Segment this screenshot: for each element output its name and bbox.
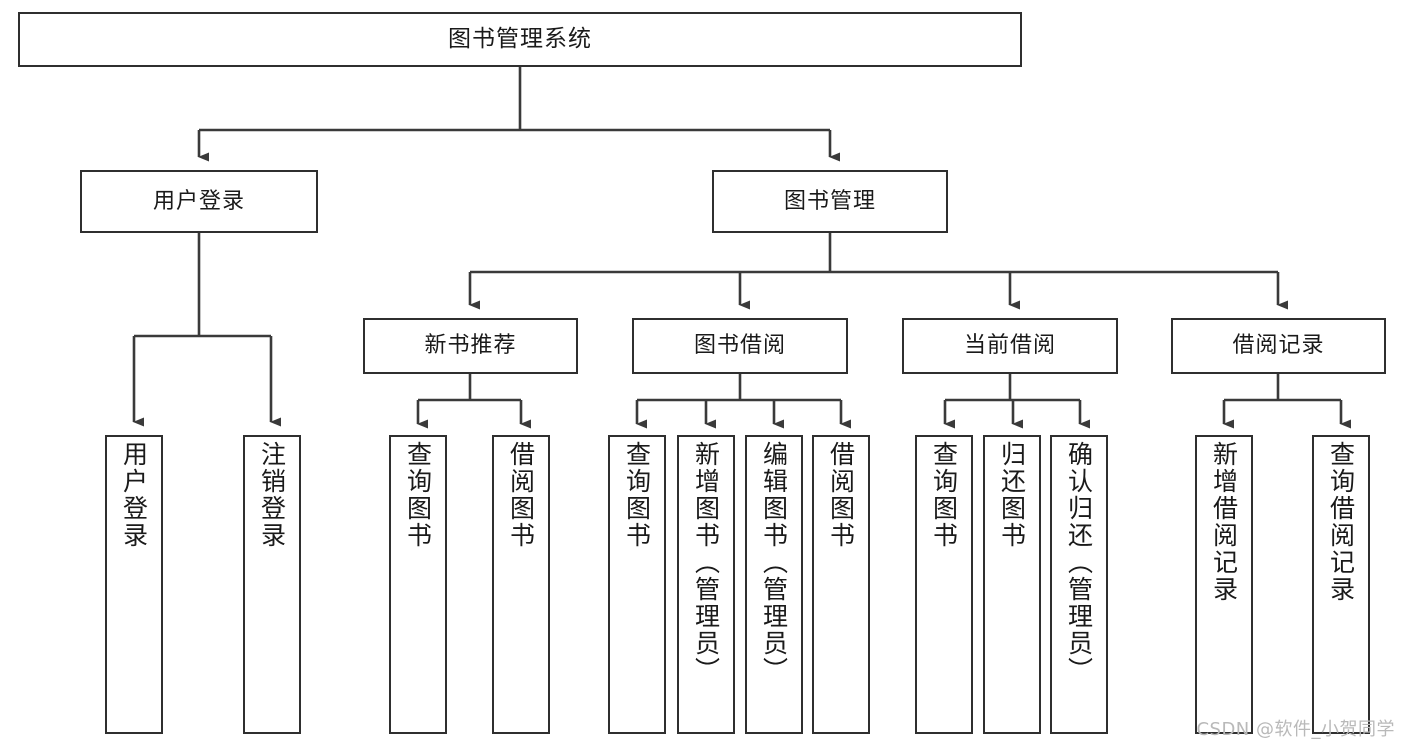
node-label: 借阅图书 [826,441,856,549]
node-user-login[interactable]: 用户登录 [80,170,318,233]
leaf-confirm-return-admin[interactable]: 确认归还（管理员） [1050,435,1108,734]
node-label: 注销登录 [257,441,287,549]
node-borrow-record[interactable]: 借阅记录 [1171,318,1386,374]
node-label: 确认归还（管理员） [1064,441,1094,684]
node-label: 借阅图书 [506,441,536,549]
leaf-borrow-book-borrow[interactable]: 借阅图书 [812,435,870,734]
node-label: 归还图书 [997,441,1027,549]
node-label: 编辑图书（管理员） [759,441,789,684]
node-label: 图书管理 [783,188,876,214]
node-label: 查询图书 [403,441,433,549]
node-label: 借阅记录 [1232,333,1325,359]
leaf-return-book[interactable]: 归还图书 [983,435,1041,734]
node-label: 查询图书 [622,441,652,549]
leaf-add-borrow-record[interactable]: 新增借阅记录 [1195,435,1253,734]
node-book-borrow[interactable]: 图书借阅 [632,318,848,374]
leaf-borrow-book-recommend[interactable]: 借阅图书 [492,435,550,734]
leaf-user-logout[interactable]: 注销登录 [243,435,301,734]
node-label: 新增图书（管理员） [691,441,721,684]
node-root-book-management-system[interactable]: 图书管理系统 [18,12,1022,67]
leaf-query-book-recommend[interactable]: 查询图书 [389,435,447,734]
node-label: 用户登录 [152,188,245,214]
node-current-borrow[interactable]: 当前借阅 [902,318,1118,374]
node-label: 图书管理系统 [448,26,592,53]
node-label: 图书借阅 [693,333,786,359]
leaf-add-book-admin[interactable]: 新增图书（管理员） [677,435,735,734]
leaf-query-book-current[interactable]: 查询图书 [915,435,973,734]
node-label: 查询图书 [929,441,959,549]
leaf-query-book-borrow[interactable]: 查询图书 [608,435,666,734]
node-label: 新增借阅记录 [1209,441,1239,603]
node-book-management[interactable]: 图书管理 [712,170,948,233]
leaf-query-borrow-record[interactable]: 查询借阅记录 [1312,435,1370,734]
node-label: 查询借阅记录 [1326,441,1356,603]
node-label: 新书推荐 [424,333,517,359]
leaf-edit-book-admin[interactable]: 编辑图书（管理员） [745,435,803,734]
leaf-user-login[interactable]: 用户登录 [105,435,163,734]
node-new-book-recommend[interactable]: 新书推荐 [363,318,578,374]
node-label: 用户登录 [119,441,149,549]
node-label: 当前借阅 [963,333,1056,359]
